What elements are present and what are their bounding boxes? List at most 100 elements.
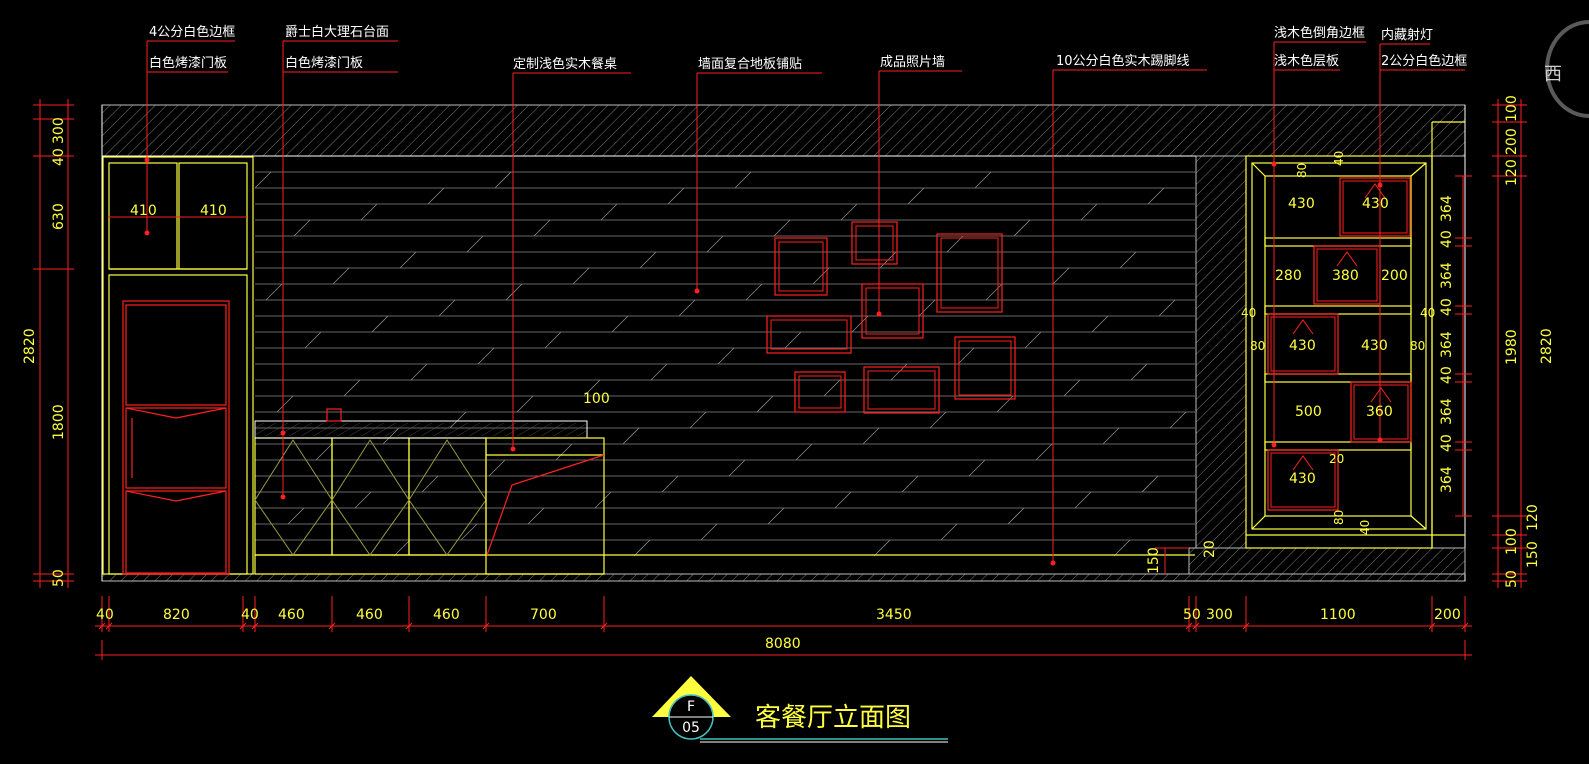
dim-shelf-h3: 364 <box>1439 262 1455 289</box>
dim-shelf-h4: 40 <box>1439 298 1455 316</box>
board-joint <box>332 267 350 285</box>
board-joint <box>600 203 618 221</box>
marble-countertop <box>254 408 588 439</box>
cabinet-door-diagonals <box>254 439 487 556</box>
board-joint <box>315 443 333 461</box>
photo-frame <box>851 221 898 265</box>
board-joint <box>700 523 718 541</box>
drawing-title-block: F 05 客餐厅立面图 <box>652 676 948 743</box>
dim-small-9: 40 <box>1358 520 1372 535</box>
board-joint <box>505 283 523 301</box>
dim-shelf-6: 430 <box>1289 338 1316 354</box>
leader-dot <box>280 494 286 500</box>
dim-small-5: 80 <box>1250 339 1265 353</box>
photo-frame-inner <box>778 241 824 292</box>
dim-right-5: 120 <box>1525 504 1541 531</box>
dim-tick <box>251 622 259 630</box>
board-joint <box>410 363 428 381</box>
dim-shelf-h2: 40 <box>1439 230 1455 248</box>
board-joint <box>706 235 724 253</box>
board-joint <box>873 539 891 557</box>
dim-small-4: 40 <box>1420 306 1435 320</box>
label-photo-wall: 成品照片墙 <box>880 55 945 70</box>
board-joint <box>393 539 411 557</box>
dim-left-3: 630 <box>51 203 67 230</box>
dim-right-7: 150 <box>1525 541 1541 568</box>
board-joint <box>1052 267 1070 285</box>
board-joint <box>756 395 774 413</box>
dim-small-8: 80 <box>1332 510 1346 525</box>
board-joint <box>516 395 534 413</box>
dim-shelf-h5: 364 <box>1439 331 1455 358</box>
board-joint <box>488 459 506 477</box>
board-joint <box>1024 331 1042 349</box>
dim-tick <box>98 622 106 630</box>
photo-frame-inner <box>855 225 894 261</box>
board-joint <box>399 251 417 269</box>
dim-left-4: 1800 <box>51 404 67 440</box>
photo-frame <box>863 366 940 414</box>
label-marble-top: 爵士白大理石台面 <box>285 24 389 40</box>
board-joint <box>678 299 696 317</box>
label-white-door-2: 白色烤漆门板 <box>285 55 363 71</box>
dim-left-total: 2820 <box>22 328 38 364</box>
dim-tick <box>1461 622 1469 630</box>
dim-tick <box>1192 622 1200 630</box>
shelf-spot-icon <box>1336 251 1358 267</box>
dim-right-3: 120 <box>1504 159 1520 186</box>
display-shelving <box>1245 121 1465 549</box>
label-spotlight: 内藏射灯 <box>1381 27 1433 43</box>
board-joint <box>276 395 294 413</box>
board-joint <box>304 331 322 349</box>
dim-left-1: 40 <box>51 148 67 166</box>
dim-shelf-8: 500 <box>1295 404 1322 420</box>
board-joint <box>1102 427 1120 445</box>
board-joint <box>287 507 305 525</box>
board-joint <box>1074 491 1092 509</box>
dim-tick <box>405 622 413 630</box>
dim-tick <box>482 622 490 630</box>
wall-wood-boards <box>254 171 1195 557</box>
shelf-spot-icon <box>1292 319 1314 335</box>
board-joint <box>862 427 880 445</box>
annotation-labels: 4公分白色边框 白色烤漆门板 爵士白大理石台面 白色烤漆门板 定制浅色实木餐桌 … <box>149 24 1467 72</box>
dim-plinth-2: 20 <box>1202 540 1218 558</box>
dim-shelf-5: 200 <box>1381 268 1408 284</box>
leader-dot <box>144 230 150 236</box>
board-joint <box>466 235 484 253</box>
dim-shelf-9: 360 <box>1366 404 1393 420</box>
dim-cab-2: 410 <box>200 203 227 219</box>
board-joint <box>527 507 545 525</box>
photo-frame <box>774 237 828 296</box>
wall-column <box>1188 155 1466 575</box>
board-joint <box>784 331 802 349</box>
board-joint <box>533 219 551 237</box>
board-joint <box>717 347 735 365</box>
dim-bottom-5: 460 <box>356 607 383 623</box>
dim-bottom-10: 300 <box>1206 607 1233 623</box>
dim-total: 8080 <box>765 636 801 652</box>
board-joint <box>622 427 640 445</box>
dim-tick <box>239 622 247 630</box>
board-joint <box>667 187 685 205</box>
drawing-title: 客餐厅立面图 <box>755 703 911 733</box>
dim-shelf-h9: 364 <box>1439 466 1455 493</box>
board-joint <box>460 523 478 541</box>
board-joint <box>1158 299 1176 317</box>
shelf-item <box>1339 177 1411 237</box>
dim-tick <box>600 622 608 630</box>
shelf-display-items <box>1267 177 1412 511</box>
board-joint <box>1147 187 1165 205</box>
board-joint <box>494 171 512 189</box>
dim-shelf-h7: 364 <box>1439 398 1455 425</box>
dim-shelf-h6: 40 <box>1439 366 1455 384</box>
leader-dot <box>144 157 150 163</box>
dim-shelf-7: 430 <box>1361 338 1388 354</box>
board-joint <box>1169 411 1187 429</box>
leader-dot <box>1377 182 1383 188</box>
board-joint <box>594 491 612 509</box>
label-2cm-frame: 2公分白色边框 <box>1381 53 1467 69</box>
board-joint <box>929 411 947 429</box>
board-joint <box>555 443 573 461</box>
dim-bottom-12: 200 <box>1434 607 1461 623</box>
